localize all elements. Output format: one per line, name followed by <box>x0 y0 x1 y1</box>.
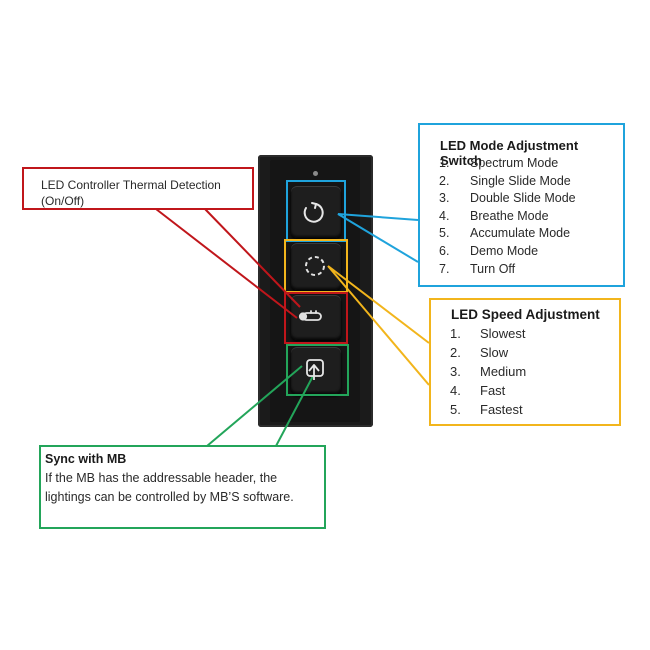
sync-mb-text: If the MB has the addressable header, th… <box>45 471 294 504</box>
mode-connector <box>337 213 419 263</box>
sync-button-highlight <box>286 344 349 396</box>
thermal-button-highlight <box>284 292 348 344</box>
list-item: 5.Accumulate Mode <box>439 226 571 241</box>
list-item: 1.Slowest <box>450 326 526 341</box>
thermal-connector <box>155 208 301 319</box>
sync-connector <box>206 365 314 447</box>
thermal-detection-text: LED Controller Thermal Detection (On/Off… <box>41 178 221 208</box>
sync-mb-button[interactable] <box>291 347 341 394</box>
circular-arrow-icon <box>303 202 324 223</box>
led-speed-button[interactable] <box>291 243 341 290</box>
led-speed-callout: LED Speed Adjustment 1.Slowest 2.Slow 3.… <box>429 298 621 426</box>
list-item: 2.Slow <box>450 345 509 360</box>
list-item: 1.Spectrum Mode <box>439 156 559 170</box>
mode-button-highlight <box>286 180 346 242</box>
led-mode-list: 1.Spectrum Mode 2.Single Slide Mode 3.Do… <box>439 155 576 278</box>
thermal-detection-callout: LED Controller Thermal Detection (On/Off… <box>22 167 254 210</box>
led-mode-title: LED Mode Adjustment Switch <box>440 138 579 168</box>
list-item: 6.Demo Mode <box>439 243 539 258</box>
list-item: 3.Double Slide Mode <box>439 191 576 206</box>
led-mode-button[interactable] <box>291 186 341 238</box>
list-item: 4.Breathe Mode <box>439 208 549 223</box>
sync-arrow-icon <box>306 359 324 380</box>
speed-connector <box>327 265 430 386</box>
list-item: 7.Turn Off <box>439 261 516 276</box>
thermometer-icon <box>298 310 322 321</box>
led-mode-callout: LED Mode Adjustment Switch 1.Spectrum Mo… <box>418 123 625 287</box>
led-speed-title: LED Speed Adjustment <box>451 307 600 322</box>
sync-mb-callout: Sync with MB If the MB has the addressab… <box>39 445 326 529</box>
status-led-dot <box>313 171 318 176</box>
speed-button-highlight <box>284 239 348 293</box>
list-item: 2.Single Slide Mode <box>439 173 571 188</box>
list-item: 5.Fastest <box>450 402 523 417</box>
sync-mb-title: Sync with MB <box>45 452 127 466</box>
led-speed-list: 1.Slowest 2.Slow 3.Medium 4.Fast 5.Faste… <box>450 324 526 419</box>
list-item: 4.Fast <box>450 383 506 398</box>
dashed-circle-icon <box>305 256 325 276</box>
list-item: 3.Medium <box>450 364 527 379</box>
